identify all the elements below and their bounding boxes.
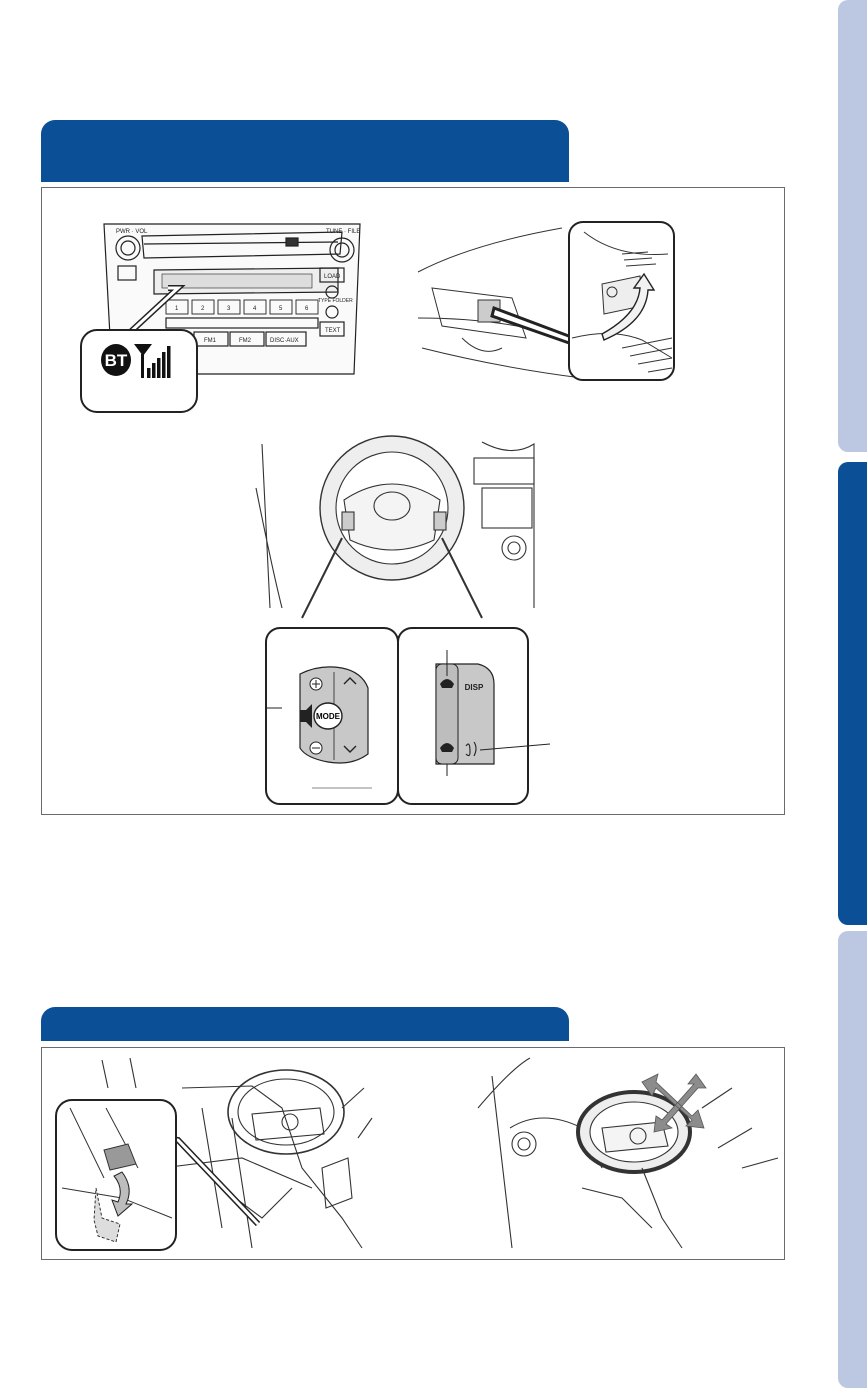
telescopic-wheel-illustration (477, 1057, 779, 1249)
tilt-telescopic-arrows-icon (641, 1073, 707, 1133)
volume-up-icon (309, 677, 323, 691)
band-disc-aux: DISC·AUX (270, 338, 299, 344)
disp-button-label[interactable]: DISP (465, 683, 484, 692)
left-switch-inset: MODE (265, 627, 399, 805)
bluetooth-badge-icon (101, 344, 131, 376)
load-button-label: LOAD (324, 274, 341, 280)
preset-4: 4 (253, 306, 257, 312)
steering-adjust-frame (41, 1047, 785, 1260)
chevron-up-icon (343, 677, 357, 685)
signal-strength-icon (134, 344, 171, 378)
side-tab-active[interactable] (838, 462, 867, 925)
bluetooth-illustration-frame: PWR · VOL TUNE · FILE LOAD TYPE FOLDER T… (41, 187, 785, 815)
bt-badge-text: BT (105, 351, 128, 370)
microphone-zoom-inset (568, 221, 675, 381)
tilt-lever-illustration (101, 1057, 373, 1249)
preset-1: 1 (175, 306, 179, 312)
right-switch-inset: DISP (397, 627, 551, 805)
volume-down-icon (309, 741, 323, 755)
lock-release-arrow-icon-2 (111, 1171, 134, 1217)
side-tab-top[interactable] (838, 0, 867, 452)
side-tab-bottom[interactable] (838, 931, 867, 1388)
preset-6: 6 (305, 306, 309, 312)
lock-release-arrow-icon (601, 272, 656, 341)
preset-3: 3 (227, 306, 231, 312)
steering-wheel-illustration (255, 435, 535, 619)
voice-command-icon (465, 741, 477, 757)
bt-callout: BT (80, 285, 198, 413)
bluetooth-illustration: PWR · VOL TUNE · FILE LOAD TYPE FOLDER T… (80, 221, 675, 805)
text-button-label: TEXT (325, 328, 341, 334)
audio-unit-labels: PWR · VOL TUNE · FILE LOAD TYPE FOLDER T… (116, 229, 360, 344)
knob-left-label: PWR · VOL (116, 229, 148, 235)
phone-off-hook-icon (440, 679, 454, 688)
chevron-down-icon (343, 745, 357, 753)
tilt-lever-inset (55, 1099, 261, 1251)
speaker-icon (300, 704, 312, 728)
band-fm1: FM1 (204, 338, 217, 344)
preset-5: 5 (279, 306, 283, 312)
overhead-console-illustration (417, 227, 583, 379)
knob-right-label: TUNE · FILE (326, 229, 360, 235)
mode-button-label[interactable]: MODE (316, 712, 341, 721)
band-fm2: FM2 (239, 338, 252, 344)
section-header-steering (41, 1007, 569, 1041)
folder-label: TYPE FOLDER (318, 298, 353, 304)
phone-on-hook-icon (440, 743, 454, 752)
preset-2: 2 (201, 306, 205, 312)
steering-adjust-illustration (55, 1057, 779, 1251)
section-header-bluetooth (41, 120, 569, 182)
